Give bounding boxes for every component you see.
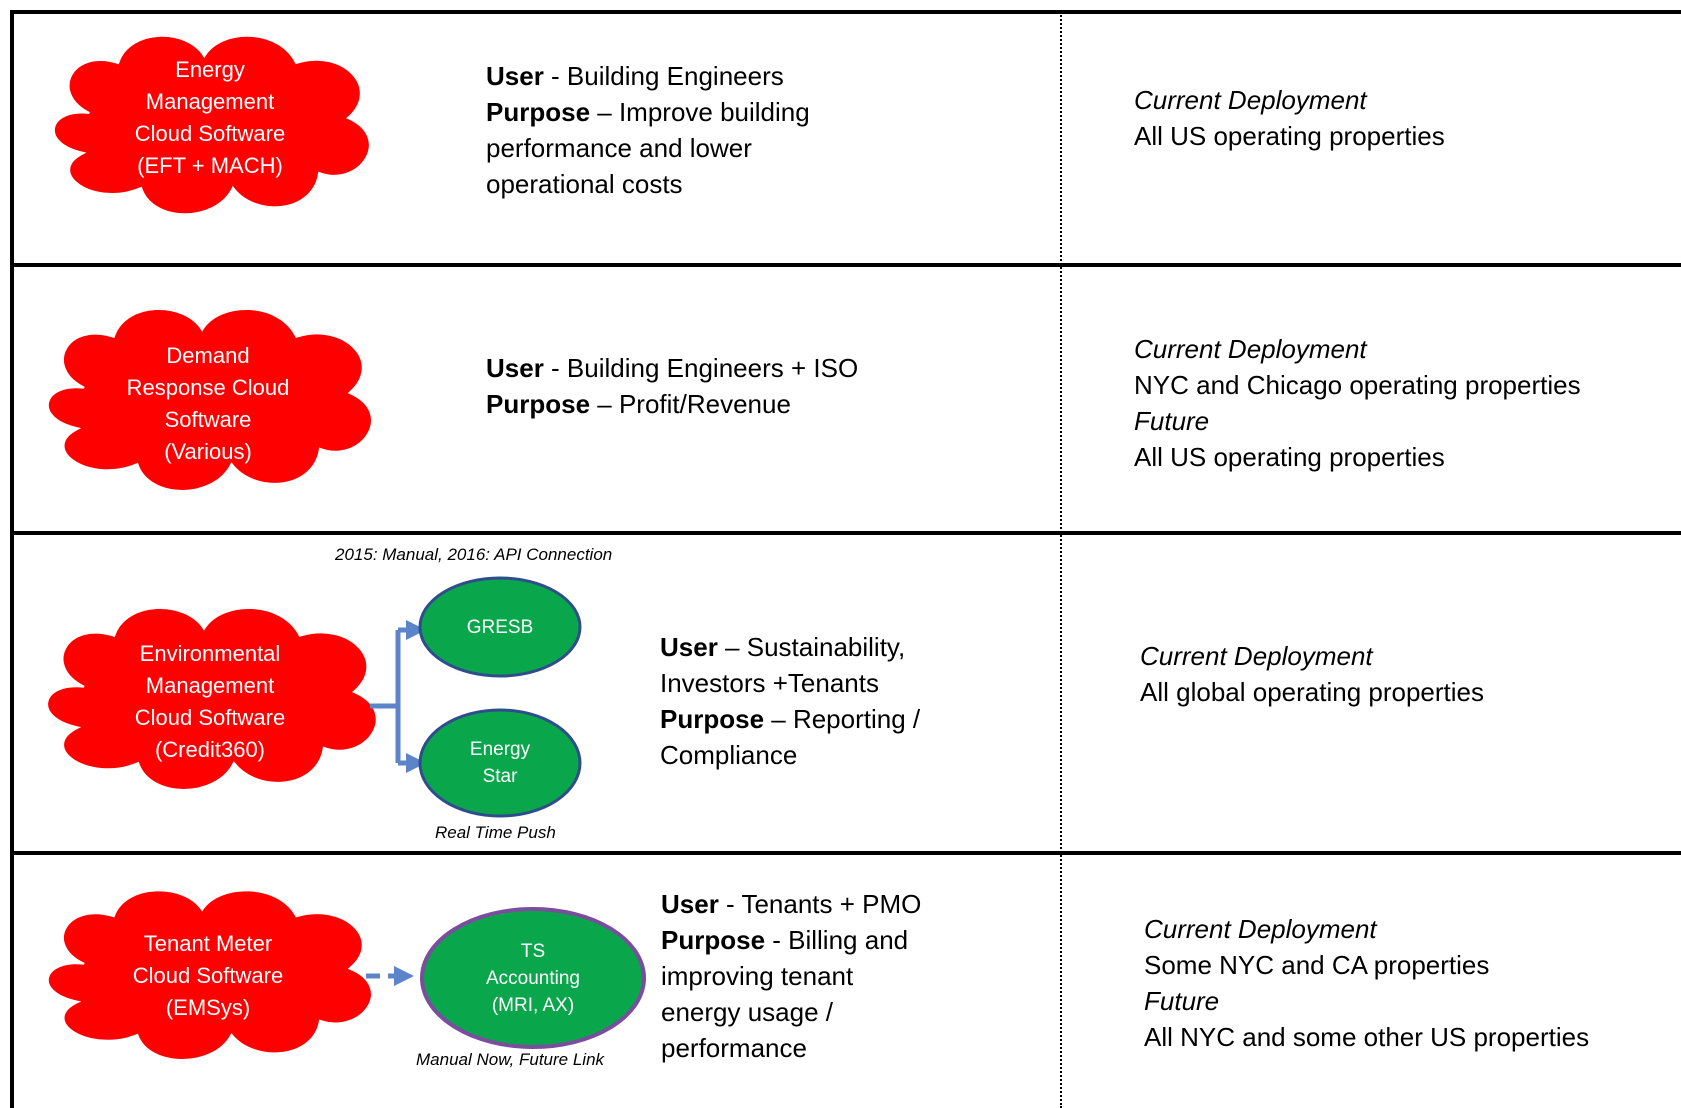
row-divider [10,531,1681,535]
row1-deployment: Current Deployment All US operating prop… [1134,85,1445,151]
row4-description: User - Tenants + PMO Purpose - Billing a… [661,889,922,1063]
caption-manual-now: Manual Now, Future Link [416,1050,605,1069]
ellipse-ts-accounting [420,907,646,1049]
branch-arrows [370,620,426,773]
ellipse-gresb [418,576,582,678]
ellipse-energy-star [418,708,582,818]
row3-description: User – Sustainability, Investors +Tenant… [660,632,921,770]
row-divider [10,851,1681,855]
row2-description: User - Building Engineers + ISO Purpose … [486,353,859,419]
column-divider [1060,12,1062,1108]
row2-deployment: Current Deployment NYC and Chicago opera… [1134,334,1581,472]
ellipse-label-gresb: GRESB [466,617,534,638]
row-divider [10,263,1681,267]
caption-real-time-push: Real Time Push [435,823,556,842]
row4-deployment: Current Deployment Some NYC and CA prope… [1144,914,1590,1052]
table-frame [10,10,1681,1108]
row3-deployment: Current Deployment All global operating … [1140,641,1484,707]
row1-description: User - Building Engineers Purpose – Impr… [486,61,810,199]
caption-api-connection: 2015: Manual, 2016: API Connection [335,545,613,564]
